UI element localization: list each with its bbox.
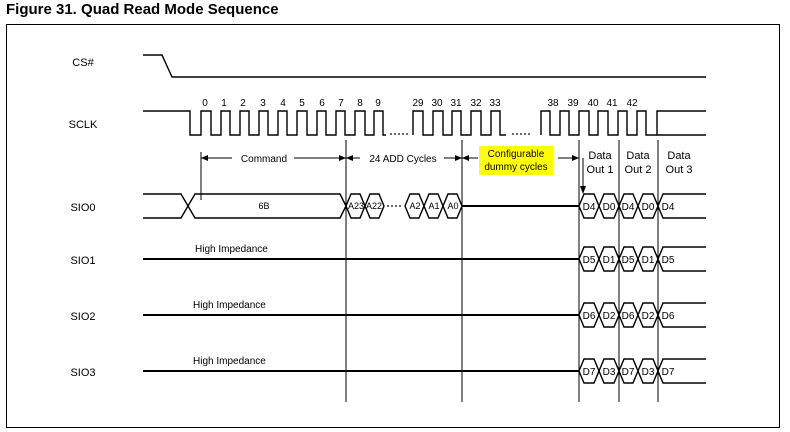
clock-number: 2 bbox=[240, 98, 246, 109]
clock-number: 3 bbox=[260, 98, 266, 109]
sio3-data-cell: D7 bbox=[662, 367, 675, 378]
sio3-waveform bbox=[143, 358, 706, 384]
clock-number: 0 bbox=[202, 98, 208, 109]
clock-number: 31 bbox=[450, 98, 462, 109]
signal-labels: CS# SCLK SIO0 SIO1 SIO2 SIO3 bbox=[69, 57, 98, 379]
timing-guides bbox=[200, 140, 659, 402]
signal-sio2: SIO2 bbox=[70, 311, 95, 323]
sio0-data-cell: D4 bbox=[662, 202, 675, 213]
diagram-frame bbox=[6, 24, 780, 428]
sio2-impedance-label: High Impedance bbox=[193, 300, 266, 311]
clock-number: 9 bbox=[375, 98, 381, 109]
clock-number: 1 bbox=[221, 98, 227, 109]
sio0-waveform bbox=[143, 193, 706, 219]
data-out-3-label-1: Data bbox=[667, 150, 691, 162]
clock-number: 42 bbox=[626, 98, 638, 109]
signal-sio0: SIO0 bbox=[70, 202, 95, 214]
phase-dummy-label-1: Configurable bbox=[488, 149, 545, 160]
cs-waveform bbox=[143, 54, 706, 78]
signal-sio3: SIO3 bbox=[70, 367, 95, 379]
sio3-impedance-label: High Impedance bbox=[193, 356, 266, 367]
signal-sio1: SIO1 bbox=[70, 255, 95, 267]
sio1-data-cell: D5 bbox=[662, 255, 675, 266]
clock-number: 39 bbox=[567, 98, 579, 109]
data-out-2-label-1: Data bbox=[626, 150, 650, 162]
sio3-data-cell: D3 bbox=[642, 367, 655, 378]
sio0-data-cell: D0 bbox=[642, 202, 655, 213]
clock-number: 4 bbox=[280, 98, 286, 109]
sio3-data-cell: D7 bbox=[583, 367, 596, 378]
sio1-waveform bbox=[143, 246, 706, 272]
clock-number: 29 bbox=[412, 98, 424, 109]
phase-address-label: 24 ADD Cycles bbox=[369, 154, 436, 165]
phase-command-label: Command bbox=[241, 154, 287, 165]
clock-number: 8 bbox=[357, 98, 363, 109]
clock-number: 5 bbox=[299, 98, 305, 109]
sio2-data-cell: D2 bbox=[642, 311, 655, 322]
sio0-addr-cell: A1 bbox=[428, 201, 439, 211]
sio0-addr-cell: A23 bbox=[348, 201, 364, 211]
dummy-highlight bbox=[479, 146, 553, 175]
clock-number: 6 bbox=[319, 98, 325, 109]
sio2-waveform bbox=[143, 302, 706, 328]
arrow-heads bbox=[201, 155, 586, 194]
sio2-data-cell: D6 bbox=[662, 311, 675, 322]
sio0-command-value: 6B bbox=[258, 201, 269, 211]
sio1-data-cell: D1 bbox=[642, 255, 655, 266]
clock-number: 32 bbox=[470, 98, 482, 109]
sio2-data-cell: D2 bbox=[603, 311, 616, 322]
signal-sclk: SCLK bbox=[69, 119, 98, 131]
clock-number: 40 bbox=[587, 98, 599, 109]
clock-number: 7 bbox=[338, 98, 344, 109]
sio0-gap-dots bbox=[387, 205, 401, 207]
clock-number: 33 bbox=[489, 98, 501, 109]
sio1-data-cell: D1 bbox=[603, 255, 616, 266]
data-out-3-label-2: Out 3 bbox=[666, 164, 693, 176]
sio3-data-cell: D3 bbox=[603, 367, 616, 378]
sio1-impedance-label: High Impedance bbox=[195, 244, 268, 255]
clock-number: 41 bbox=[606, 98, 618, 109]
phase-dummy-label-2: dummy cycles bbox=[484, 162, 547, 173]
sio1-data-cell: D5 bbox=[622, 255, 635, 266]
sclk-waveform bbox=[143, 110, 706, 136]
sio0-data-cell: D4 bbox=[583, 202, 596, 213]
data-out-2-label-2: Out 2 bbox=[625, 164, 652, 176]
signal-cs: CS# bbox=[72, 57, 94, 69]
data-out-1-label-2: Out 1 bbox=[587, 164, 614, 176]
clock-numbers: 0 1 2 3 4 5 6 7 8 9 29 30 31 32 33 38 39… bbox=[202, 98, 638, 109]
sio2-data-cell: D6 bbox=[583, 311, 596, 322]
sio0-data-cell: D0 bbox=[603, 202, 616, 213]
sio0-addr-cell: A2 bbox=[409, 201, 420, 211]
sio0-addr-cell: A0 bbox=[447, 201, 458, 211]
sio0-addr-cell: A22 bbox=[366, 201, 382, 211]
clock-number: 30 bbox=[431, 98, 443, 109]
sio0-data-cell: D4 bbox=[622, 202, 635, 213]
clock-number: 38 bbox=[547, 98, 559, 109]
data-out-1-label-1: Data bbox=[588, 150, 612, 162]
sio1-data-cell: D5 bbox=[583, 255, 596, 266]
sio2-data-cell: D6 bbox=[622, 311, 635, 322]
sclk-gap-dots bbox=[390, 133, 530, 135]
sio3-data-cell: D7 bbox=[622, 367, 635, 378]
figure-title: Figure 31. Quad Read Mode Sequence bbox=[6, 1, 279, 18]
